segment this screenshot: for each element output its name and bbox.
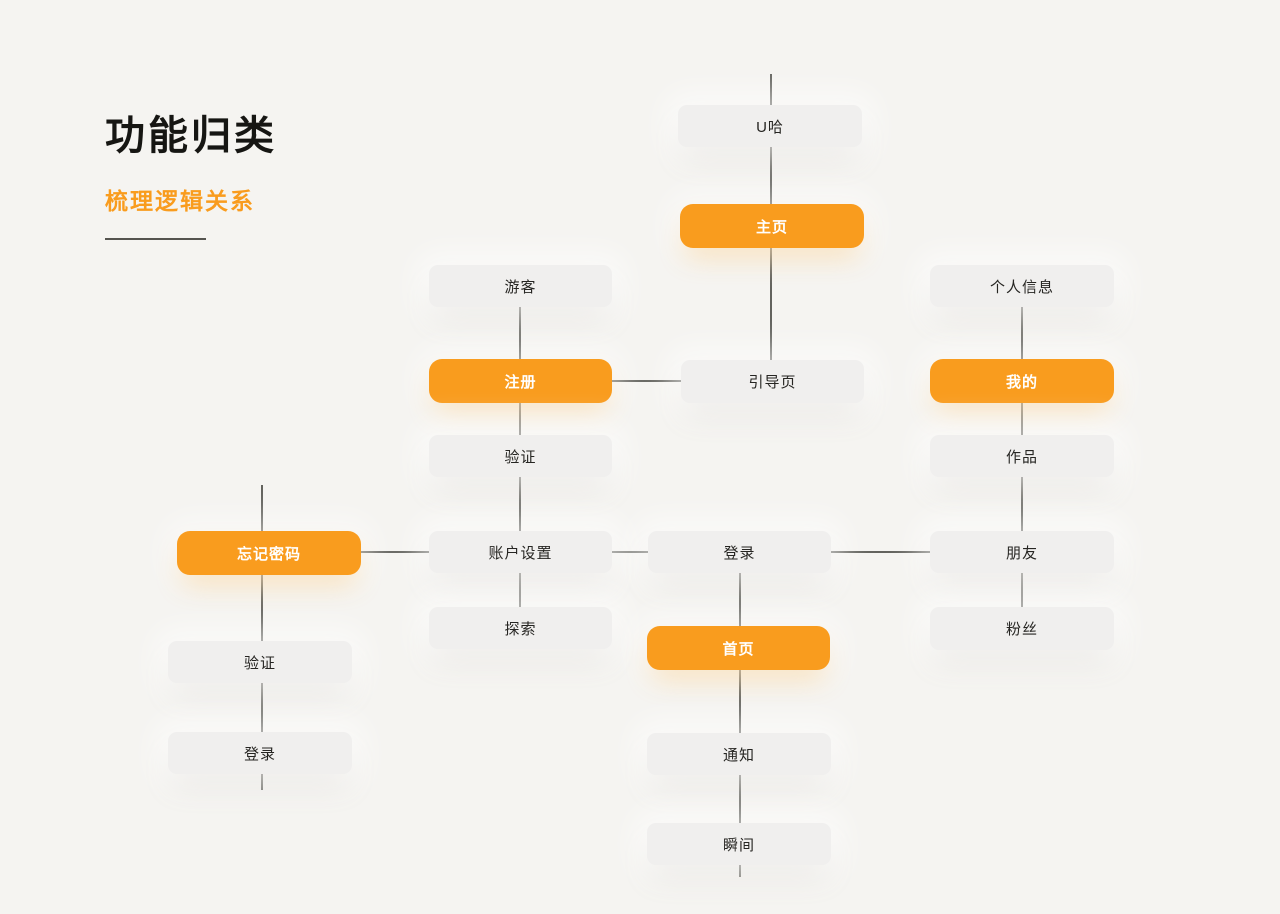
- connector-line: [612, 551, 648, 553]
- connector-line: [261, 683, 263, 732]
- connector-line: [739, 775, 741, 823]
- node-home-feed: 首页: [647, 626, 830, 670]
- connector-line: [519, 573, 521, 607]
- node-visitor: 游客: [429, 265, 612, 307]
- connector-line: [1021, 307, 1023, 359]
- node-guide-page: 引导页: [681, 360, 864, 403]
- connector-line: [770, 74, 772, 105]
- connector-line: [612, 380, 681, 382]
- node-mine: 我的: [930, 359, 1114, 403]
- connector-line: [1021, 573, 1023, 607]
- node-verify-left: 验证: [168, 641, 352, 683]
- connector-line: [739, 573, 741, 626]
- node-works: 作品: [930, 435, 1114, 477]
- node-account-settings: 账户设置: [429, 531, 612, 573]
- node-login-center: 登录: [648, 531, 831, 573]
- header: 功能归类 梳理逻辑关系: [105, 112, 277, 240]
- connector-line: [261, 485, 263, 531]
- connector-line: [519, 477, 521, 531]
- node-home-main: 主页: [680, 204, 864, 248]
- node-moments: 瞬间: [647, 823, 831, 865]
- node-profile-info: 个人信息: [930, 265, 1114, 307]
- node-register: 注册: [429, 359, 612, 403]
- connector-line: [519, 403, 521, 435]
- node-fans: 粉丝: [930, 607, 1114, 650]
- connector-line: [830, 551, 930, 553]
- connector-line: [519, 307, 521, 359]
- node-uha: U哈: [678, 105, 862, 147]
- page-subtitle: 梳理逻辑关系: [105, 188, 255, 214]
- node-forgot-password: 忘记密码: [177, 531, 361, 575]
- connector-line: [1021, 477, 1023, 531]
- page-title: 功能归类: [105, 114, 277, 158]
- connector-line: [261, 774, 263, 790]
- connector-line: [261, 575, 263, 641]
- connector-line: [770, 248, 772, 360]
- connector-line: [770, 147, 772, 204]
- title-underline: [105, 238, 206, 240]
- connector-line: [361, 551, 429, 553]
- node-explore: 探索: [429, 607, 612, 649]
- node-notifications: 通知: [647, 733, 831, 775]
- connector-line: [1021, 403, 1023, 435]
- node-friends: 朋友: [930, 531, 1114, 573]
- node-login-left: 登录: [168, 732, 352, 774]
- connector-line: [739, 865, 741, 877]
- node-verify-register: 验证: [429, 435, 612, 477]
- connector-line: [739, 670, 741, 733]
